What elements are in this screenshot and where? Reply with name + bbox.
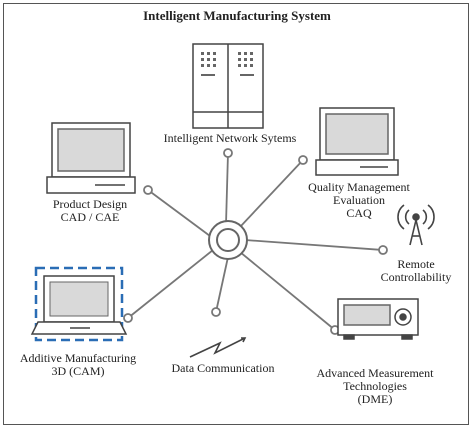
measurement-line-1: Advanced Measurement [316,366,434,380]
product-design-line-1: Product Design [52,197,128,211]
additive-line-2: 3D (CAM) [51,364,105,378]
connector-lines [127,152,384,331]
remote-label: Remote Controllability [364,258,468,284]
connector-data-comm [215,256,229,313]
connector-end-dots [123,148,388,335]
quality-line-2: Evaluation [333,193,385,207]
connector-product-design [147,189,211,237]
additive-line-1: Additive Manufacturing [19,351,137,365]
connector-network [225,152,229,225]
product-design-computer-icon [46,122,136,194]
connector-remote [244,239,384,251]
server-rack-icon [192,43,264,129]
diagram-frame [3,3,469,425]
antenna-icon [397,204,435,246]
diagram-title: Intelligent Manufacturing System [143,8,331,23]
network-label: Intelligent Network Sytems [163,131,297,145]
measurement-line-2: Technologies [343,379,407,393]
measurement-line-3: (DME) [357,392,393,406]
central-hub-icon [208,220,248,260]
lightning-signal-icon [189,337,247,358]
quality-label: Quality Management Evaluation CAQ [294,181,424,220]
remote-line-1: Remote [397,257,435,271]
quality-line-3: CAQ [346,206,372,220]
remote-line-2: Controllability [380,270,452,284]
measuring-device-icon [337,298,419,340]
product-design-label: Product Design CAD / CAE [40,198,140,224]
measurement-label: Advanced Measurement Technologies (DME) [300,367,450,406]
product-design-line-2: CAD / CAE [60,210,120,224]
additive-label: Additive Manufacturing 3D (CAM) [8,352,148,378]
connector-additive [127,249,214,319]
quality-computer-icon [315,107,399,176]
connector-quality [239,159,304,228]
quality-line-1: Quality Management [308,180,410,194]
data-communication-label: Data Communication [171,361,275,375]
additive-laptop-icon [30,266,128,342]
connector-measurement [239,251,336,331]
